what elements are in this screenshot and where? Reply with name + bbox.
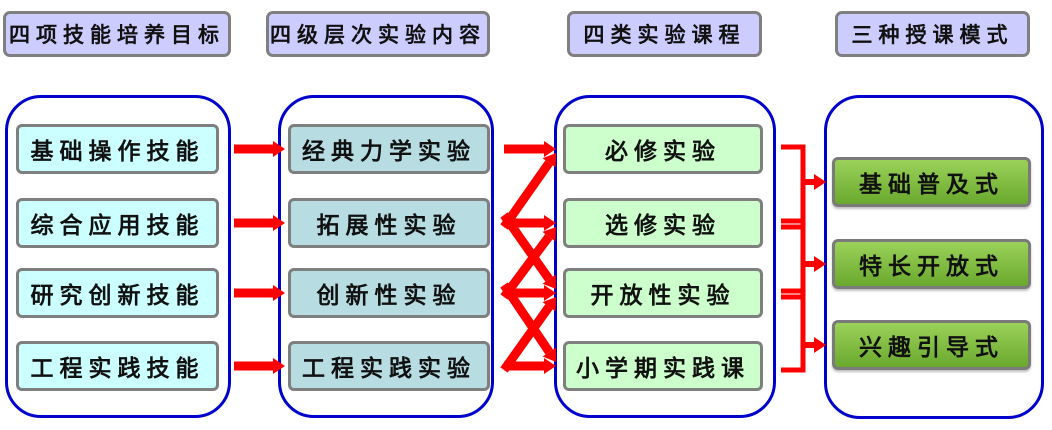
- skill-research-innovation: 研究创新技能: [16, 268, 219, 318]
- course-elective: 选修实验: [563, 198, 763, 248]
- mode-basic-popularization: 基础普及式: [832, 157, 1031, 207]
- skill-comprehensive-application: 综合应用技能: [16, 198, 219, 248]
- bracket-course-to-mode-0: [781, 144, 806, 230]
- header-experiment-levels: 四级层次实验内容: [266, 11, 490, 57]
- experiment-extended: 拓展性实验: [288, 198, 490, 248]
- arrow-experiment-to-course-7-shaft: [500, 304, 553, 373]
- bracket-course-to-mode-2: [781, 288, 806, 373]
- skill-basic-operation: 基础操作技能: [16, 124, 219, 174]
- header-course-types: 四类实验课程: [567, 11, 762, 57]
- course-required: 必修实验: [563, 124, 763, 174]
- arrow-experiment-to-course-1-shaft: [500, 160, 553, 230]
- experiment-innovative: 创新性实验: [288, 268, 490, 318]
- mode-specialty-open: 特长开放式: [832, 239, 1031, 289]
- skill-engineering-practice: 工程实践技能: [16, 341, 219, 391]
- header-teaching-modes: 三种授课模式: [835, 11, 1030, 57]
- mode-interest-guided: 兴趣引导式: [832, 320, 1031, 370]
- arrow-experiment-to-course-4-shaft: [500, 233, 553, 300]
- experiment-engineering-practice: 工程实践实验: [288, 341, 490, 391]
- arrow-experiment-to-course-3-shaft: [500, 212, 553, 282]
- course-short-term-practice: 小学期实践课: [563, 341, 763, 391]
- arrow-experiment-to-course-6-shaft: [500, 282, 554, 355]
- course-open: 开放性实验: [563, 268, 763, 318]
- bracket-course-to-mode-1: [781, 218, 806, 300]
- header-skill-goals: 四项技能培养目标: [3, 11, 231, 57]
- experiment-classical-mechanics: 经典力学实验: [288, 124, 490, 174]
